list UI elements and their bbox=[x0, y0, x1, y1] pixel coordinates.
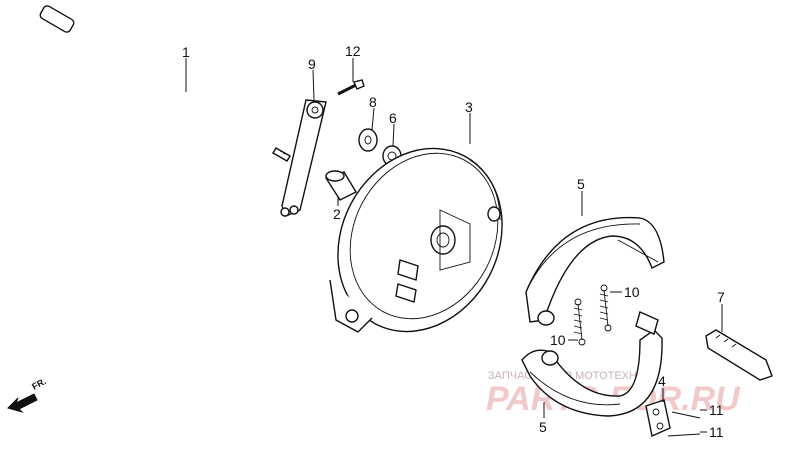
part-bolt bbox=[337, 79, 365, 96]
front-arrow-icon bbox=[7, 393, 38, 414]
label-part-9: 9 bbox=[308, 56, 316, 72]
label-part-6: 6 bbox=[389, 110, 397, 126]
part-brake-rod bbox=[39, 5, 291, 162]
label-part-2: 2 bbox=[333, 206, 341, 222]
leader-lines bbox=[185, 58, 723, 433]
label-part-10-upper: 10 bbox=[624, 284, 640, 300]
label-part-3: 3 bbox=[465, 99, 473, 115]
label-part-5-upper: 5 bbox=[577, 176, 585, 192]
part-brake-panel bbox=[329, 147, 503, 333]
label-part-7: 7 bbox=[717, 289, 725, 305]
part-number-labels: 1 2 3 4 5 5 6 7 8 9 10 10 11 11 12 bbox=[182, 43, 725, 440]
part-collar bbox=[324, 170, 357, 201]
front-direction-label: FR. bbox=[30, 376, 47, 392]
part-brake-cam bbox=[705, 329, 773, 381]
label-part-4: 4 bbox=[658, 373, 666, 389]
label-part-12: 12 bbox=[345, 43, 361, 59]
part-clips bbox=[667, 411, 701, 437]
label-part-10-lower: 10 bbox=[550, 332, 566, 348]
part-brake-shoe-upper bbox=[525, 216, 665, 326]
label-part-8: 8 bbox=[369, 94, 377, 110]
label-part-11-upper: 11 bbox=[709, 402, 724, 418]
part-brake-shoe-lower bbox=[521, 311, 663, 417]
part-springs bbox=[573, 284, 612, 346]
part-plate bbox=[645, 399, 671, 437]
front-direction-marker: FR. bbox=[7, 376, 48, 414]
label-part-11-lower: 11 bbox=[709, 424, 724, 440]
label-part-1: 1 bbox=[182, 44, 190, 60]
part-washer bbox=[358, 128, 378, 152]
label-part-5-lower: 5 bbox=[539, 419, 547, 435]
part-brake-arm bbox=[280, 99, 327, 217]
